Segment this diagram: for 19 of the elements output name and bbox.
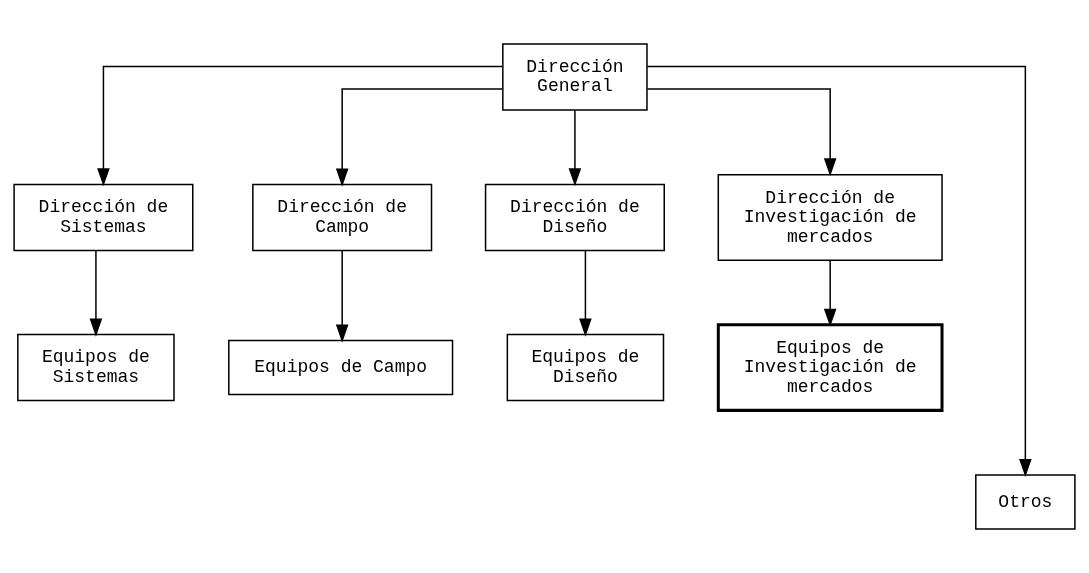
- node-box: Otros: [975, 474, 1076, 530]
- arrow: [823, 259, 837, 327]
- node-box: Equipos de Diseño: [506, 333, 665, 402]
- arrow: [89, 250, 103, 337]
- arrow: [335, 88, 504, 187]
- node-box: Dirección de Investigación de mercados: [717, 173, 943, 261]
- arrow: [97, 65, 504, 187]
- node-box: Equipos de Investigación de mercados: [716, 323, 944, 412]
- arrow: [646, 65, 1032, 477]
- arrow: [568, 109, 582, 187]
- node-box: Dirección de Diseño: [484, 183, 665, 252]
- arrow: [579, 250, 592, 337]
- node-box: Dirección de Sistemas: [13, 183, 194, 252]
- arrow: [335, 250, 349, 343]
- node-box: Equipos de Campo: [228, 339, 454, 396]
- node-box: Equipos de Sistemas: [17, 333, 175, 402]
- arrow: [646, 88, 837, 177]
- node-box: Dirección de Campo: [252, 183, 433, 252]
- node-box: Dirección General: [502, 43, 648, 111]
